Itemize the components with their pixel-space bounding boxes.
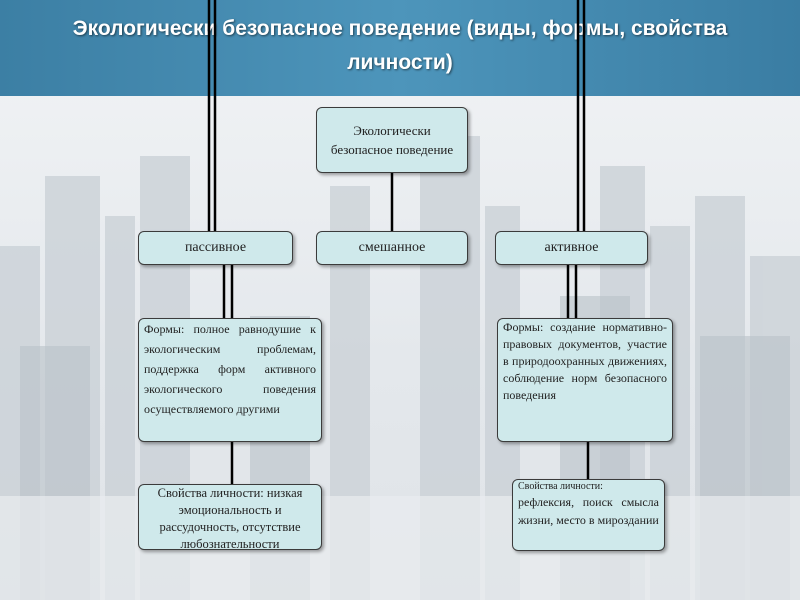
properties-passive-node: Свойства личности: низкая эмоциональност… bbox=[138, 484, 322, 551]
slide-title: Экологически безопасное поведение (виды,… bbox=[72, 17, 728, 74]
type-active-label: активное bbox=[544, 240, 599, 255]
forms-passive-text: Формы: полное равнодушие к экологическим… bbox=[144, 322, 316, 416]
forms-active-node: Формы: создание нормативно-правовых доку… bbox=[497, 318, 673, 442]
properties-active-text: рефлексия, поиск смысла жизни, место в м… bbox=[518, 495, 659, 527]
city-skyline-background bbox=[0, 136, 800, 600]
properties-passive-text: Свойства личности: низкая эмоциональност… bbox=[157, 486, 303, 551]
root-node: Экологически безопасное поведение bbox=[316, 107, 468, 173]
properties-active-node: Свойства личности: рефлексия, поиск смыс… bbox=[512, 479, 665, 551]
root-node-label: Экологически безопасное поведение bbox=[330, 123, 454, 157]
type-active-node: активное bbox=[495, 231, 648, 265]
type-mixed-label: смешанное bbox=[358, 240, 426, 255]
type-passive-label: пассивное bbox=[184, 240, 247, 255]
forms-active-text: Формы: создание нормативно-правовых доку… bbox=[503, 320, 667, 402]
forms-passive-node: Формы: полное равнодушие к экологическим… bbox=[138, 318, 322, 442]
type-mixed-node: смешанное bbox=[316, 231, 468, 265]
properties-active-heading: Свойства личности: bbox=[518, 481, 603, 492]
header-band bbox=[0, 0, 800, 96]
type-passive-node: пассивное bbox=[138, 231, 293, 265]
